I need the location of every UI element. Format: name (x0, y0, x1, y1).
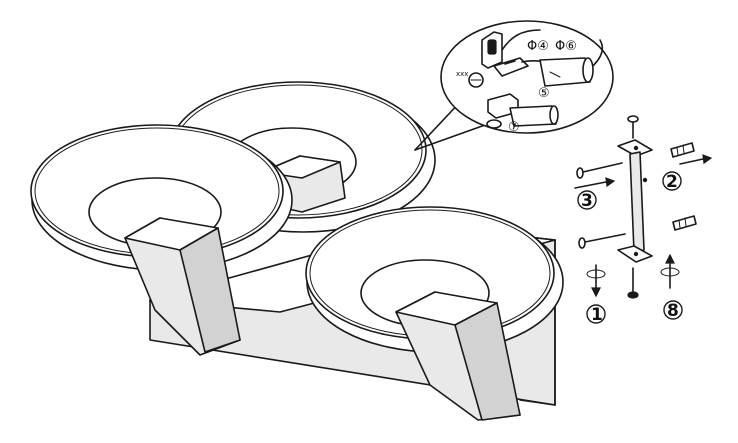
wall-anchor-lower (672, 215, 697, 231)
wall-anchor-upper (670, 142, 695, 158)
wiring-detail-callout: xxx Φ④ Φ⑥ ⑤ ⑦ (414, 20, 614, 151)
tube-connector (539, 57, 594, 87)
arrow-step-1 (586, 264, 606, 298)
label-step-7: ⑦ (508, 120, 520, 135)
step-badge-2: 2 (662, 171, 682, 192)
label-step-2: 2 (666, 172, 678, 192)
bottom-screw (627, 267, 639, 299)
lamp-fixture (30, 81, 564, 421)
arrow-step-2 (679, 154, 713, 165)
wall-screw-lower (578, 233, 626, 249)
label-step-1: 1 (591, 305, 603, 325)
stem-right (395, 291, 521, 421)
xxx-mark: xxx (456, 70, 468, 78)
step-badge-1: 1 (586, 304, 606, 325)
wall-screw-upper (576, 162, 623, 179)
label-phi-6: Φ⑥ (555, 39, 577, 54)
label-step-3: 3 (581, 191, 593, 211)
label-step-8: 8 (667, 301, 679, 321)
terminal-block (481, 31, 529, 77)
mounting-bracket-assembly: 3 2 1 8 (574, 115, 713, 325)
screw-small: xxx (456, 70, 484, 88)
bracket-plate (617, 139, 653, 263)
arrow-step-3 (574, 177, 616, 189)
label-step-5: ⑤ (538, 86, 550, 101)
stem-left (124, 217, 241, 356)
step-badge-8: 8 (663, 300, 683, 321)
label-phi-4: Φ④ (527, 39, 549, 54)
top-screw (627, 115, 639, 139)
ring-left (30, 124, 293, 271)
arrow-step-8 (660, 253, 680, 289)
step-badge-3: 3 (577, 190, 597, 211)
bottom-connector (486, 93, 559, 129)
